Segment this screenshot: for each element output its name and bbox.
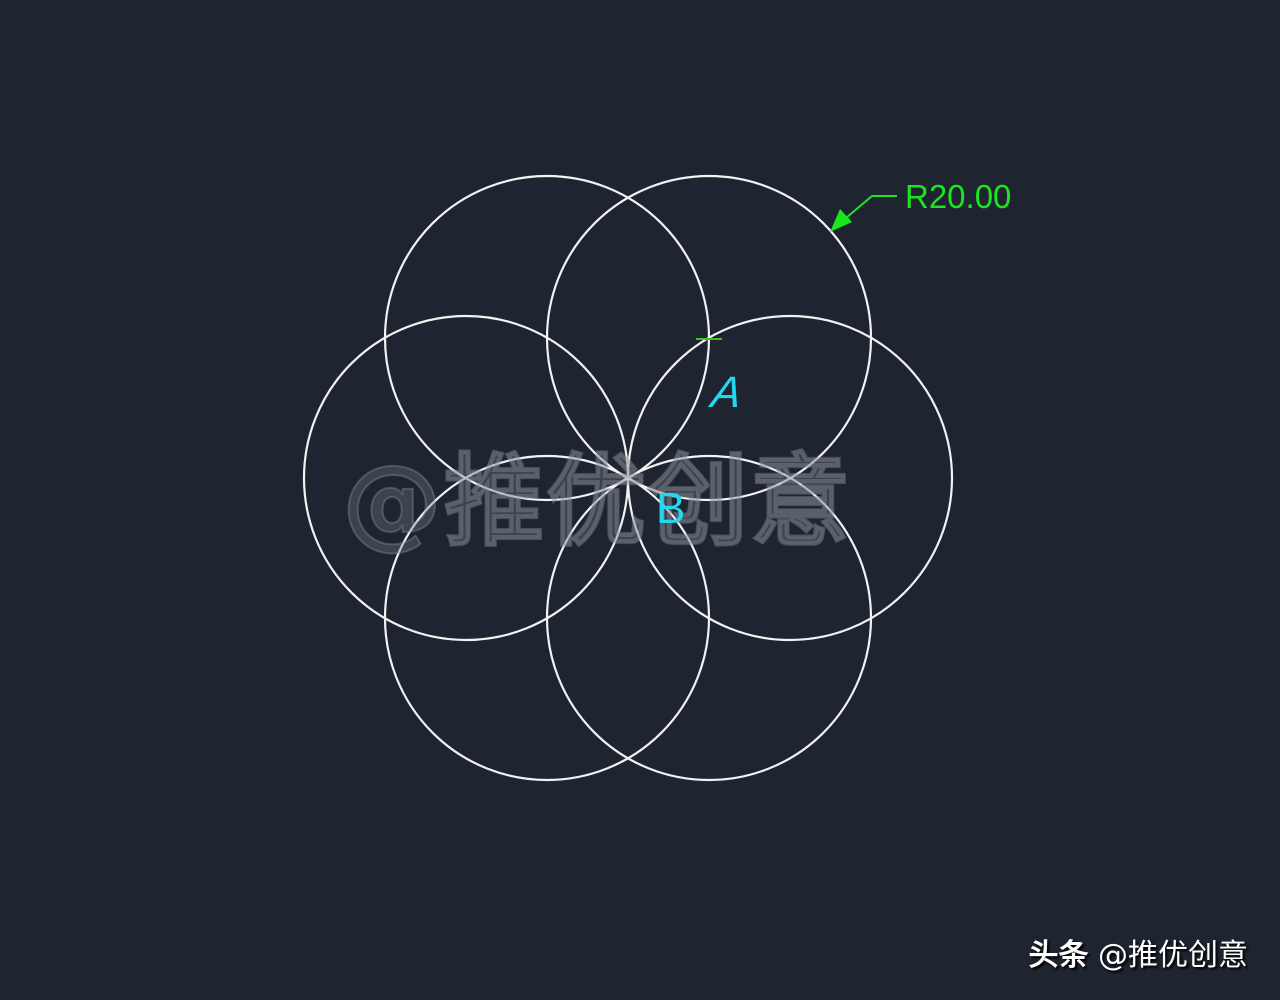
point-label-b: B	[656, 484, 686, 533]
circle-group	[302, 174, 954, 782]
radius-dimension-label: R20.00	[905, 178, 1012, 215]
footer-brand: 头条	[1028, 938, 1089, 973]
circle-bottom-right	[545, 454, 873, 782]
footer-credit: 头条 @推优创意	[1028, 930, 1248, 974]
footer-handle: @推优创意	[1098, 938, 1248, 973]
watermark: @推优创意	[341, 442, 852, 561]
circle-bottom-left	[383, 454, 711, 782]
dimension-leader	[830, 195, 897, 232]
